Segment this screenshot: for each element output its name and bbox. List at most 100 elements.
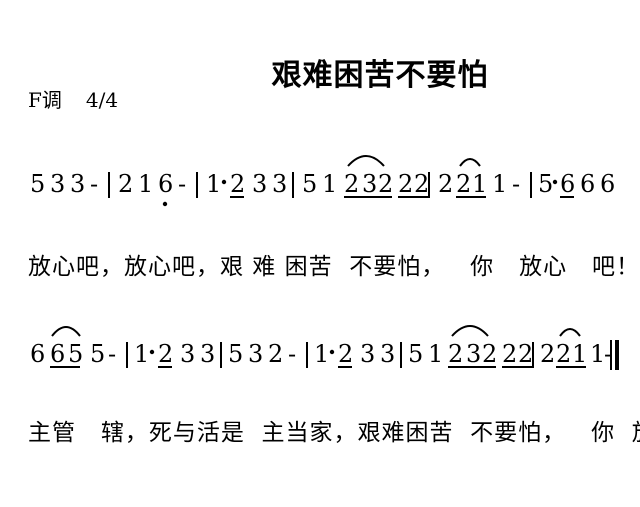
octave-dot-below [162,201,168,207]
note: 5 [90,340,105,368]
note: 1 [138,170,153,198]
underline [398,196,430,198]
note: 3 [272,170,287,198]
note: 3 [50,170,65,198]
notation-svg-2: 6 6 5 5 - 1 2 3 3 5 3 2 - 1 2 [30,325,619,370]
note: 2 [268,340,283,368]
time-signature: 4/4 [85,88,119,112]
note: 1 [572,340,587,368]
dash: - [604,340,612,368]
barline [428,172,430,198]
note: 2 [540,340,555,368]
note: 1 [206,170,221,198]
note: 1 [428,340,443,368]
note: 6 [560,170,575,198]
barline [530,172,532,198]
dash: - [108,340,116,368]
underline [502,366,534,368]
note: 5 [30,170,45,198]
song-title: 艰难困苦不要怕 [271,58,489,93]
slur [451,325,489,337]
final-barline-thick [615,340,619,370]
underline [158,366,172,368]
note: 5 [228,340,243,368]
note: 2 [502,340,517,368]
note: 2 [448,340,463,368]
note: 2 [482,340,497,368]
dot [149,349,155,355]
barline [400,342,402,368]
note: 2 [118,170,133,198]
underline [230,196,244,198]
notation-line-2: 6 6 5 5 - 1 2 3 3 5 3 2 - 1 2 [28,310,619,390]
note: 5 [302,170,317,198]
underline [456,196,486,198]
dot [329,349,335,355]
note: 2 [158,340,173,368]
note: 6 [580,170,595,198]
note: 3 [380,340,395,368]
note: 3 [362,170,377,198]
note: 6 [50,340,65,368]
underline [50,366,80,368]
note: 3 [360,340,375,368]
slur [51,326,81,337]
barline [306,342,308,368]
note: 1 [590,340,605,368]
note: 3 [252,170,267,198]
note: 6 [600,170,615,198]
barline [126,342,128,368]
note: 3 [180,340,195,368]
note: 1 [134,340,149,368]
note: 5 [408,340,423,368]
key-signature: F调 [28,88,62,112]
slur [559,328,581,337]
note: 2 [456,170,471,198]
dash: - [90,170,98,198]
lyrics-line-1: 放心吧，放心吧，艰 难 困苦 不要怕， 你 放心 吧！风 和海是 [28,254,640,280]
note: 6 [158,170,173,198]
underline [344,196,392,198]
note: 1 [322,170,337,198]
note: 1 [472,170,487,198]
notation-svg-1: 5 3 3 - 2 1 6 - 1 2 3 3 5 1 2 3 2 [30,155,615,207]
barline [292,172,294,198]
note: 1 [314,340,329,368]
dot [221,179,227,185]
slur [347,155,385,167]
slur [459,158,481,167]
note: 2 [556,340,571,368]
barline [196,172,198,198]
note: 3 [200,340,215,368]
note: 6 [30,340,45,368]
note: 5 [538,170,553,198]
barline [220,342,222,368]
note: 2 [414,170,429,198]
note: 2 [344,170,359,198]
note: 2 [230,170,245,198]
note: 2 [518,340,533,368]
note: 2 [438,170,453,198]
dash: - [512,170,520,198]
note: 3 [248,340,263,368]
underline [560,196,574,198]
notation-line-1: 5 3 3 - 2 1 6 - 1 2 3 3 5 1 2 3 2 [28,140,618,220]
note: 1 [492,170,507,198]
note: 2 [398,170,413,198]
note: 2 [338,340,353,368]
note: 3 [70,170,85,198]
underline [448,366,496,368]
underline [556,366,586,368]
barline [532,342,534,368]
key-and-time: F调 4/4 [28,84,142,113]
barline [108,172,110,198]
note: 2 [378,170,393,198]
underline [338,366,352,368]
dot [552,179,558,185]
note: 5 [68,340,83,368]
lyrics-line-2: 主管 辖，死与活是 主当家，艰难困苦 不要怕， 你 放心 吧！ [28,420,640,446]
final-barline-thin [610,340,612,370]
dash: - [288,340,296,368]
note: 3 [466,340,481,368]
